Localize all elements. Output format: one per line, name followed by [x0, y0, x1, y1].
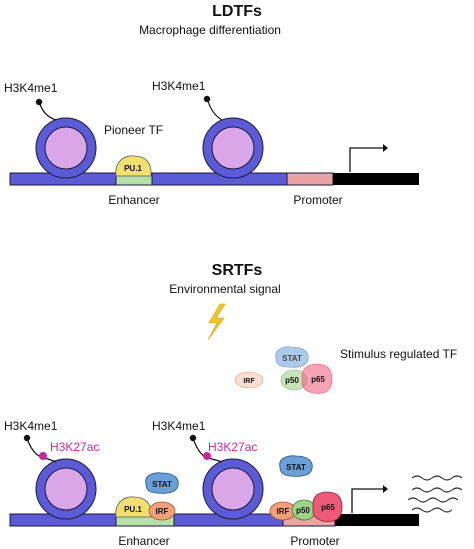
free-irf-protein [234, 371, 264, 389]
top-gene-body [333, 173, 419, 185]
promoter-irf-label: IRF [277, 507, 290, 516]
top-histone-tail-right [207, 100, 223, 121]
bottom-promoter-label: Promoter [290, 534, 339, 548]
top-methyl-dot-left [35, 98, 43, 106]
top-promoter-label: Promoter [293, 193, 342, 207]
top-histone-core-left [44, 126, 88, 170]
top-h3k4me1-left: H3K4me1 [4, 81, 58, 95]
free-p50-label: p50 [285, 376, 299, 385]
mrna-transcripts-icon [407, 475, 463, 513]
top-tss-arrowhead [383, 144, 388, 152]
enhancer-pu1-label: PU.1 [124, 505, 142, 514]
top-h3k4me1-right: H3K4me1 [152, 79, 206, 93]
bottom-tss-arrow [351, 488, 383, 513]
top-promoter-region [286, 172, 334, 186]
bottom-gene-body [335, 514, 419, 526]
free-stat-protein [275, 346, 309, 368]
bottom-h3k4me1-right: H3K4me1 [152, 419, 206, 433]
promoter-p65-protein [312, 491, 343, 522]
top-methyl-dot-right [203, 95, 211, 103]
enhancer-stat-protein [145, 472, 179, 494]
promoter-p50-label: p50 [296, 506, 310, 515]
bottom-tss-arrowhead [383, 485, 388, 493]
top-enhancer-label: Enhancer [108, 193, 159, 207]
srtfs-title: SRTFs [212, 262, 263, 279]
bottom-h3k27ac-right: H3K27ac [208, 440, 257, 454]
bottom-acetyl-dot-left [39, 452, 47, 460]
lightning-icon [207, 303, 226, 341]
pioneer-tf-label: Pioneer TF [104, 123, 163, 137]
top-histone-tail-left [39, 103, 57, 121]
promoter-stat-label: STAT [286, 463, 306, 472]
free-stat-label: STAT [282, 354, 302, 363]
stimulus-regulated-tf-label: Stimulus regulated TF [340, 347, 457, 361]
top-pu1-protein [115, 155, 152, 177]
promoter-p65-label: p65 [321, 503, 335, 512]
top-tss-arrow [349, 147, 383, 172]
bottom-histone-core-left [44, 467, 88, 511]
enhancer-irf-protein [148, 501, 176, 521]
ldtfs-subtitle: Macrophage differentiation [139, 23, 281, 37]
bottom-acetyl-dot-right [203, 452, 211, 460]
bottom-methyl-dot-left [23, 434, 31, 442]
bottom-methyl-dot-right [189, 434, 197, 442]
bottom-h3k27ac-left: H3K27ac [50, 440, 99, 454]
srtfs-subtitle: Environmental signal [169, 282, 280, 296]
free-irf-label: IRF [243, 378, 255, 385]
bottom-enhancer-label: Enhancer [118, 534, 169, 548]
promoter-stat-protein [279, 455, 313, 477]
ldtfs-title: LDTFs [212, 3, 262, 20]
free-p65-protein [301, 363, 333, 394]
enhancer-irf-label: IRF [156, 507, 169, 516]
free-p65-label: p65 [311, 375, 325, 384]
top-histone-core-right [211, 126, 255, 170]
enhancer-stat-label: STAT [152, 480, 172, 489]
bottom-histone-core-right [211, 467, 255, 511]
top-pu1-label: PU.1 [124, 164, 142, 173]
bottom-h3k4me1-left: H3K4me1 [4, 419, 58, 433]
